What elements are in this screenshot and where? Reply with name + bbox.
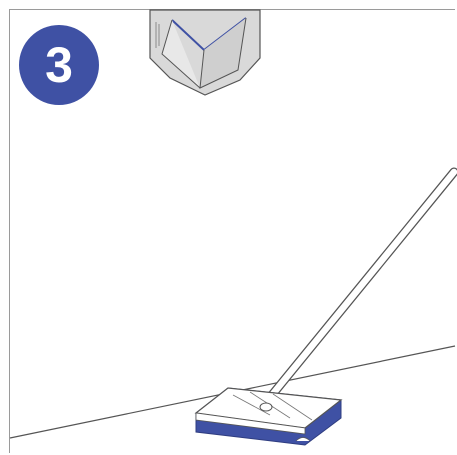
mop-icon	[194, 167, 457, 446]
step-number: 3	[45, 37, 73, 93]
step-number-badge: 3	[19, 25, 99, 105]
robot-cleaner-underside-icon	[149, 9, 261, 96]
